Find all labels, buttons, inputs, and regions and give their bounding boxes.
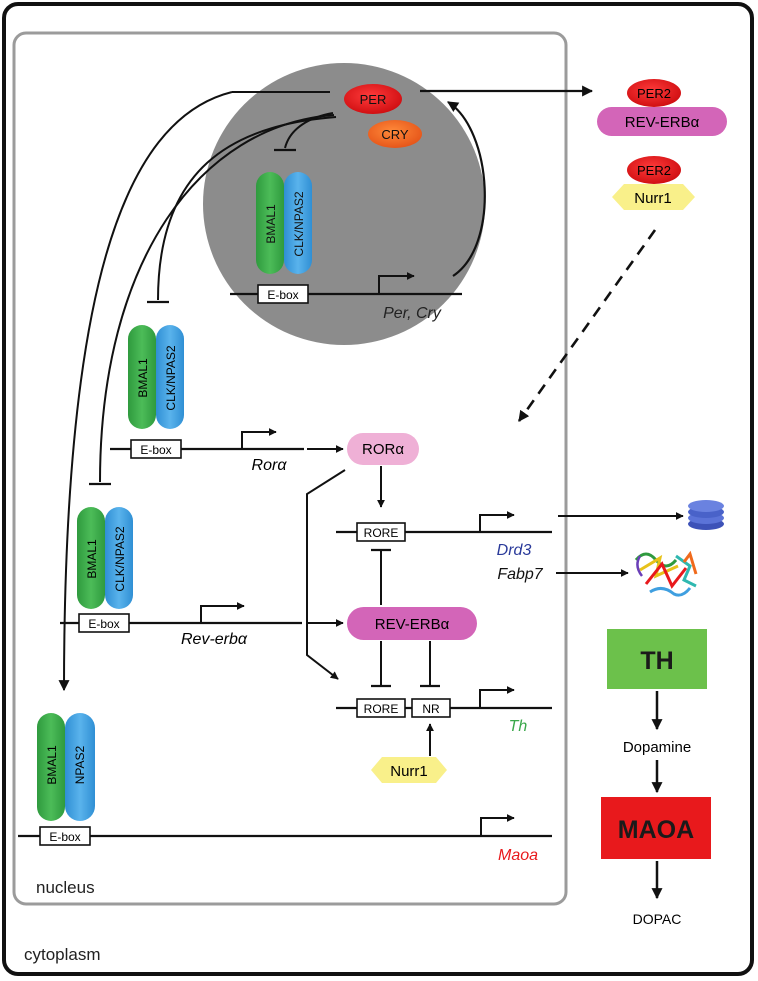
th-enzyme-label: TH — [640, 647, 673, 675]
per-repress-reverba-line — [99, 114, 335, 483]
nucleus-membrane — [12, 31, 568, 906]
clk-npas2-capsule-rora — [156, 325, 184, 429]
promoter-arrow-drd3 — [479, 511, 515, 532]
ebox-label-rora: E-box — [140, 443, 171, 457]
fabp7-protein-icon — [634, 550, 698, 597]
nucleus-label: nucleus — [36, 878, 95, 897]
nurr1-cyto — [612, 184, 695, 210]
ebox-box-core — [257, 284, 309, 304]
gene-th: Th — [509, 718, 528, 735]
reverba-protein-nuclear — [347, 607, 477, 640]
per2-protein-a — [627, 79, 681, 107]
ebox-box-maoa — [39, 826, 91, 846]
ebox-label-maoa: E-box — [49, 830, 80, 844]
gene-drd3: Drd3 — [497, 542, 532, 559]
clk-npas2-capsule-reverba — [105, 507, 133, 609]
dopac-label: DOPAC — [633, 911, 682, 927]
per-label: PER — [360, 92, 387, 107]
reverba-protein-cyto-label: REV-ERBα — [625, 114, 700, 131]
per-activate-maoa-arrow — [58, 91, 233, 692]
per2-nuclear-entry-arrow — [517, 229, 657, 422]
bmal1-capsule-rora — [128, 325, 156, 429]
cytoplasm-label: cytoplasm — [24, 945, 101, 964]
bmal1-label-rora: BMAL1 — [136, 358, 150, 398]
rora-to-th-rore-arrow — [306, 469, 346, 680]
per-protein — [344, 84, 402, 114]
gene-reverba: Rev-erbα — [181, 631, 248, 648]
bmal1-capsule-core — [256, 172, 284, 274]
rore-label-drd3: RORE — [364, 526, 399, 540]
ebox-box-reverba — [78, 613, 130, 633]
cry-protein — [368, 120, 422, 148]
rore-label-th: RORE — [364, 702, 399, 716]
dopamine-label: Dopamine — [623, 739, 691, 756]
promoter-arrow-reverba — [200, 602, 245, 623]
nurr1-nuclear-label: Nurr1 — [390, 763, 428, 780]
nr-label-th: NR — [422, 702, 440, 716]
bmal1-capsule-maoa — [37, 713, 65, 821]
cry-label: CRY — [381, 127, 409, 142]
nurr1-cyto-label: Nurr1 — [634, 190, 672, 207]
promoter-arrow-th — [479, 686, 515, 708]
bmal1-label-maoa: BMAL1 — [45, 745, 59, 785]
bmal1-capsule-reverba — [77, 507, 105, 609]
rore-box-drd3 — [356, 522, 406, 542]
maoa-enzyme-label: MAOA — [618, 816, 694, 844]
per2-label-a: PER2 — [637, 86, 671, 101]
maoa-enzyme-box — [601, 797, 711, 859]
per-cry-translation-arrow — [447, 101, 486, 277]
ebox-box-rora — [130, 439, 182, 459]
promoter-arrow-maoa — [480, 814, 515, 836]
gene-per-cry: Per, Cry — [383, 305, 442, 322]
reverba-protein-nuclear-label: REV-ERBα — [375, 616, 450, 633]
th-enzyme-box — [607, 629, 707, 689]
ebox-label-core: E-box — [267, 288, 298, 302]
npas2-label-maoa: NPAS2 — [73, 745, 87, 784]
clk-npas2-label-core: CLK/NPAS2 — [292, 191, 306, 256]
clk-npas2-label-rora: CLK/NPAS2 — [164, 345, 178, 410]
clk-npas2-label-reverba: CLK/NPAS2 — [113, 526, 127, 591]
gene-fabp7: Fabp7 — [497, 566, 543, 583]
per2-label-b: PER2 — [637, 163, 671, 178]
npas2-capsule-maoa — [65, 713, 95, 821]
bmal1-label-reverba: BMAL1 — [85, 539, 99, 579]
clk-npas2-capsule-core — [284, 172, 312, 274]
nurr1-nuclear — [371, 757, 447, 783]
rora-protein — [347, 433, 419, 465]
reverba-protein-cyto — [597, 107, 727, 136]
ebox-label-reverba: E-box — [88, 617, 119, 631]
bmal1-label-core: BMAL1 — [264, 204, 278, 244]
per-repress-core-line — [284, 112, 334, 149]
gene-maoa: Maoa — [498, 847, 538, 864]
core-clock-circle — [203, 63, 485, 345]
rora-protein-label: RORα — [362, 441, 404, 458]
nr-box-th — [411, 698, 451, 718]
promoter-arrow-rora — [241, 428, 277, 449]
per2-protein-b — [627, 156, 681, 184]
promoter-arrow-per-cry — [378, 272, 415, 294]
drd3-receptor-icon — [688, 500, 724, 530]
rore-box-th — [356, 698, 406, 718]
gene-rora: Rorα — [252, 457, 288, 474]
